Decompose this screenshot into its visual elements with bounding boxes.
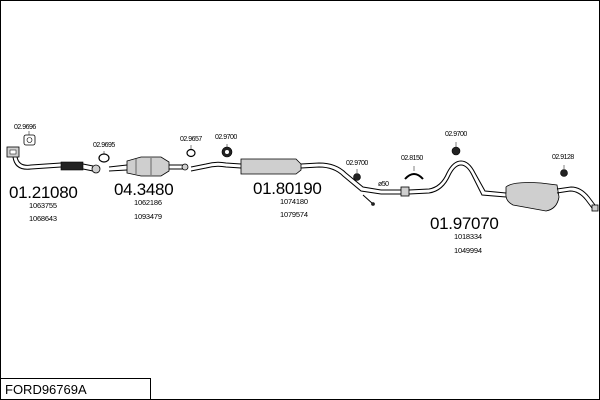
oem-number: 1049994 [454,246,482,255]
oem-number: 1062186 [134,198,162,207]
assembly-number: 01.21080 [9,183,78,202]
rear-muffler-icon [381,160,599,212]
rubber-mount-icon [353,169,361,181]
middle-muffler-icon [190,158,382,206]
oem-number: 1063755 [29,201,57,210]
oem-number: 1074180 [280,197,308,206]
oem-number: 1079574 [280,210,308,219]
part-label-gasket: 02.9695 [93,142,115,149]
part-label-gasket: 02.9657 [180,136,202,143]
rubber-mount-icon [560,165,568,177]
gasket-icon [186,145,196,158]
oem-number: 1068643 [29,214,57,223]
assembly-number: 01.80190 [253,179,322,198]
catalytic-converter-icon [108,156,189,177]
front-pipe-icon [6,146,101,174]
clamp-icon [404,166,424,180]
diameter-note: ø50 [378,181,389,188]
part-label-rubber-mount: 02.9128 [552,154,574,161]
gasket-icon [98,151,110,163]
assembly-number: 04.3480 [114,180,174,199]
gasket-icon [23,131,36,146]
rubber-mount-icon [451,142,461,156]
part-label-clamp: 02.8150 [401,155,423,162]
reference-label: FORD96769A [1,378,151,399]
oem-number: 1093479 [134,212,162,221]
part-label-gasket: 02.9696 [14,124,36,131]
part-label-rubber-mount: 02.9700 [215,134,237,141]
part-label-rubber-mount: 02.9700 [346,160,368,167]
assembly-number: 01.97070 [430,214,499,233]
rubber-mount-icon [221,144,233,158]
oem-number: 1018334 [454,232,482,241]
part-label-rubber-mount: 02.9700 [445,131,467,138]
